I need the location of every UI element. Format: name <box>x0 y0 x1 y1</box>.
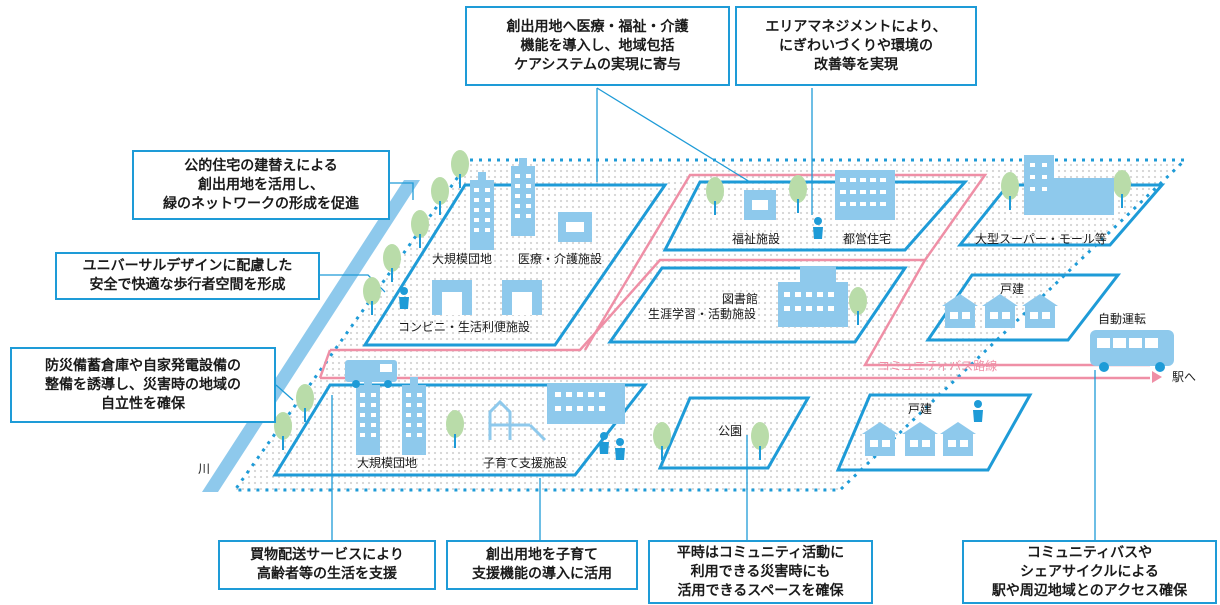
callout-shopping-delivery: 買物配送サービスにより高齢者等の生活を支援 <box>218 540 436 590</box>
block-detached-top <box>925 273 1122 342</box>
label-to-station: 駅へ <box>1172 370 1197 384</box>
label-river: 川 <box>198 462 211 476</box>
label-supermarket: 大型スーパー・モール等 <box>975 232 1107 246</box>
label-park: 公園 <box>718 424 743 438</box>
callout-park-space: 平時はコミュニティ活動に利用できる災害時にも活用できるスペースを確保 <box>648 540 873 604</box>
label-library: 図書館 <box>722 292 759 306</box>
callout-medical-welfare: 創出用地へ医療・福祉・介護機能を導入し、地域包括ケアシステムの実現に寄与 <box>465 6 730 86</box>
houses-bottom <box>862 422 976 456</box>
label-childcare: 子育て支援施設 <box>483 456 568 470</box>
label-metro-housing: 都営住宅 <box>843 232 892 246</box>
label-large-housing-top: 大規模団地 <box>432 252 493 266</box>
callout-universal-design: ユニバーサルデザインに配慮した安全で快適な歩行者空間を形成 <box>55 252 320 300</box>
block-park <box>657 396 811 470</box>
large-housing-bottom-buildings <box>356 377 625 455</box>
delivery-van <box>345 360 397 388</box>
community-bus <box>1090 330 1174 372</box>
block-detached-bottom <box>835 393 1033 472</box>
supermarket-buildings <box>1024 155 1114 215</box>
label-convenience: コンビニ・生活利便施設 <box>398 320 531 334</box>
label-bus-route: コミュニティバス路線 <box>878 359 998 373</box>
label-detached-bottom: 戸建 <box>908 402 933 416</box>
label-detached-top: 戸建 <box>1000 282 1025 296</box>
convenience-buildings <box>432 280 542 315</box>
block-large-housing-top <box>362 183 668 347</box>
callout-disaster: 防災備蓄倉庫や自家発電設備の整備を誘導し、災害時の地域の自立性を確保 <box>10 347 276 423</box>
label-auto-drive: 自動運転 <box>1098 312 1147 326</box>
callout-bus-access: コミュニティバスやシェアサイクルによる駅や周辺地域とのアクセス確保 <box>962 540 1217 604</box>
block-large-housing-bottom <box>272 383 649 477</box>
label-welfare: 福祉施設 <box>732 232 781 246</box>
callout-area-management: エリアマネジメントにより、にぎわいづくりや環境の改善等を実現 <box>735 6 977 86</box>
houses-top <box>942 294 1058 328</box>
library-building <box>778 266 848 327</box>
bus-route-arrow <box>1152 371 1162 383</box>
callout-childcare: 創出用地を子育て支援機能の導入に活用 <box>446 540 638 590</box>
leader-lines <box>275 87 1096 540</box>
welfare-buildings <box>744 170 895 220</box>
large-housing-top-buildings <box>470 158 592 250</box>
callout-green-network: 公的住宅の建替えによる創出用地を活用し、緑のネットワークの形成を促進 <box>132 150 390 220</box>
label-medical-care: 医療・介護施設 <box>518 252 603 266</box>
playground-icon <box>488 399 547 442</box>
bus-route-line <box>318 173 1150 380</box>
label-large-housing-bottom: 大規模団地 <box>357 456 418 470</box>
label-lifelong: 生涯学習・活動施設 <box>648 307 757 321</box>
